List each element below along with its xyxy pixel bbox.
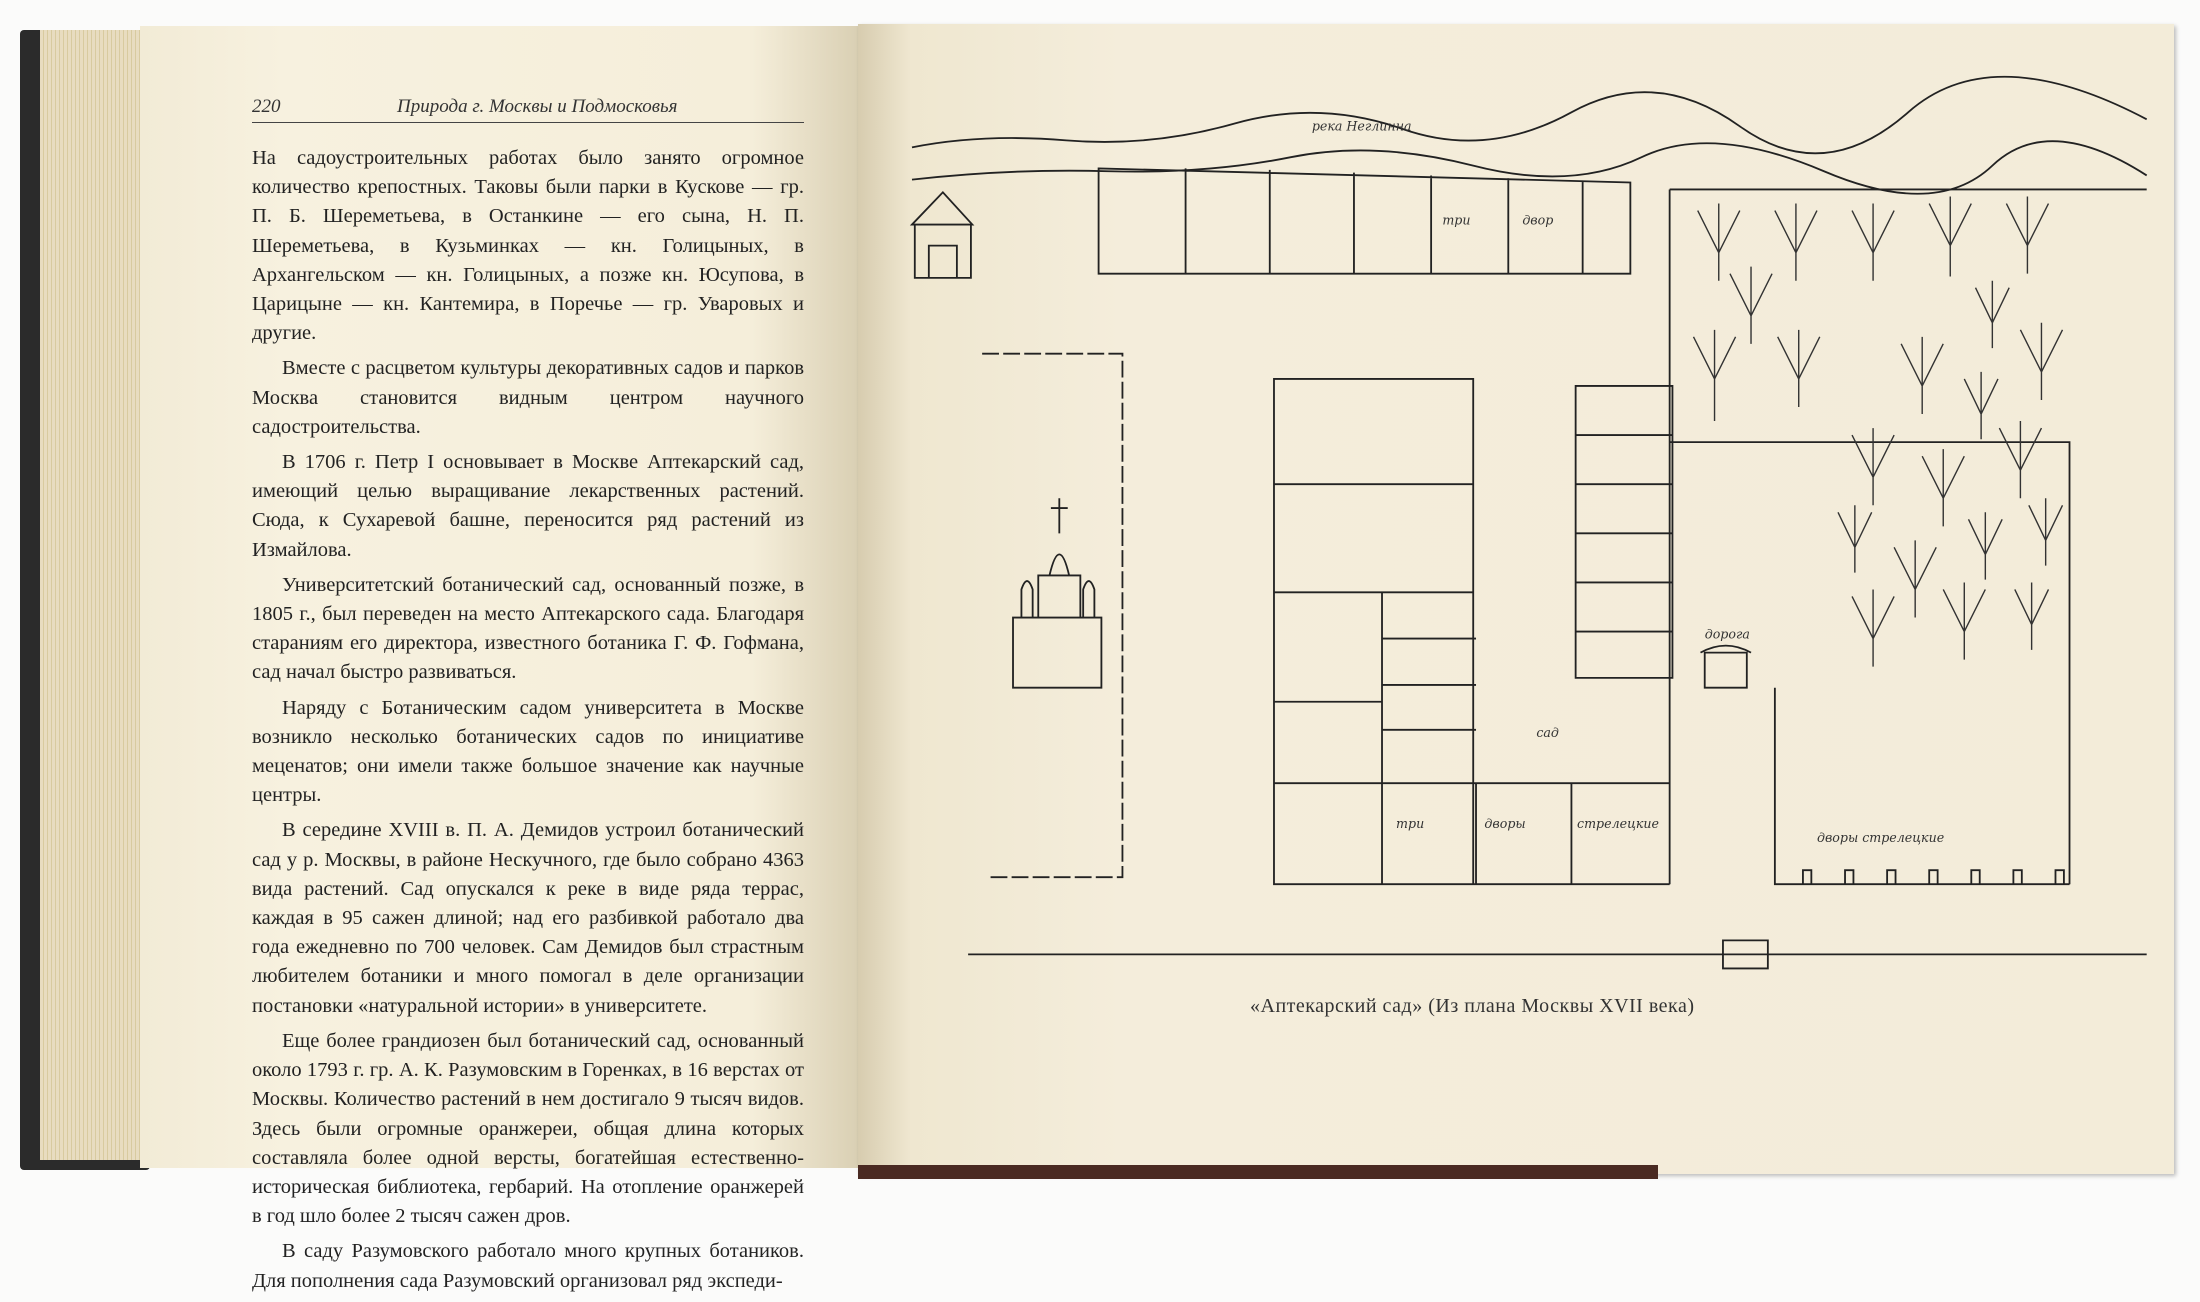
paragraph: Университетский ботанический сад, основа…	[252, 573, 804, 684]
paragraph: Наряду с Ботаническим садом университета…	[252, 696, 804, 807]
right-page	[858, 24, 2174, 1174]
center-block	[1273, 378, 1670, 886]
map-label-tri-bottom: три	[1396, 816, 1424, 831]
map-label-dvory: дворы	[1484, 816, 1525, 831]
church	[1012, 498, 1103, 689]
paragraph: В 1706 г. Петр I основывает в Москве Апт…	[252, 451, 804, 561]
left-page	[140, 26, 860, 1168]
book-bottom-edge	[858, 1165, 1658, 1179]
garden-plan-map: река Неглинна три двор три дворы стрелец…	[909, 75, 2148, 970]
map-label-streletskie-yard: дворы стрелецкие	[1817, 830, 1944, 845]
crenellations	[1802, 869, 2065, 885]
river-bank-upper	[911, 75, 2148, 155]
map-label-river: река Неглинна	[1312, 119, 1412, 134]
running-head: Природа г. Москвы и Подмосковья	[397, 96, 678, 117]
map-label-road: дорога	[1705, 627, 1750, 642]
right-enclosure	[1668, 188, 2147, 886]
trees	[1692, 196, 2064, 667]
paragraph: В саду Разумовского работало много крупн…	[252, 1240, 804, 1292]
map-label-streletskie: стрелецкие	[1577, 816, 1659, 831]
gate	[1700, 644, 1752, 689]
paragraph: В середине XVIII в. П. А. Демидов устрои…	[252, 819, 804, 1017]
top-row-plots	[1097, 167, 1632, 275]
figure-caption: «Аптекарский сад» (Из плана Москвы XVII …	[1250, 995, 1695, 1017]
fence	[982, 352, 1124, 879]
page-header: 220 Природа г. Москвы и Подмосковья	[252, 96, 804, 123]
page-edges	[40, 30, 145, 1160]
map-label-dvor: двор	[1522, 213, 1553, 228]
river-bank-lower	[911, 140, 2148, 195]
map-label-garden: сад	[1536, 725, 1559, 740]
tower	[909, 190, 975, 279]
bottom-gate	[1722, 939, 1769, 970]
map-label-tri: три	[1442, 213, 1470, 228]
paragraph: Вместе с расцветом культуры декоративных…	[252, 357, 804, 438]
paragraph: На садоустроительных работах было занято…	[252, 147, 804, 345]
page-number: 220	[252, 96, 281, 117]
right-column-plots	[1574, 385, 1674, 679]
